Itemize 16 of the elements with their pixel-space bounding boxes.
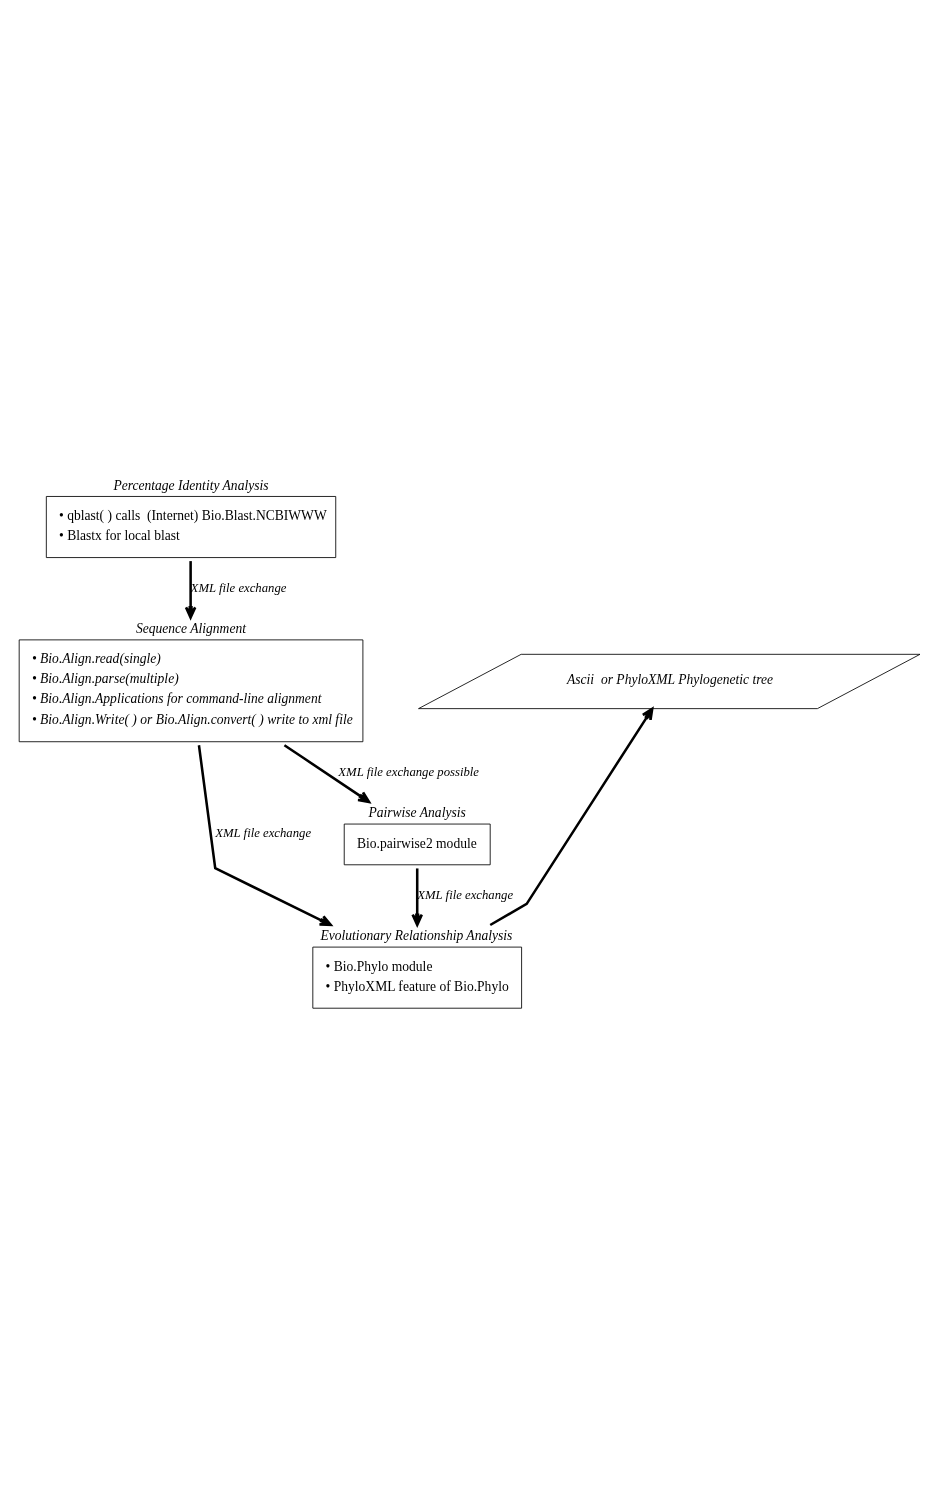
node-box: • Bio.Align.read(single) • Bio.Align.parse(multiple) • Bio.Align.Applications for command-line alignment • Bio.Align.Write( ) or Bio.Align.convert( ) write to xml file (18, 638, 364, 742)
node-label: Percentage Identity Analysis (113, 477, 269, 492)
arrow (184, 560, 197, 619)
node-box: • Bio.Phylo module • PhyloXML feature of Bio.Phylo (312, 946, 523, 1009)
arrow (411, 867, 424, 926)
arrow (197, 744, 332, 926)
arrow (489, 707, 654, 926)
edge-label: XML file exchange (417, 887, 514, 902)
arrow (283, 743, 371, 803)
node-box: • qblast( ) calls (Internet) Bio.Blast.NCBIWWW • Blastx for local blast (45, 495, 337, 558)
node-label: Sequence Alignment (135, 620, 246, 636)
node-label: Evolutionary Relationship Analysis (320, 927, 513, 943)
node-label: Pairwise Analysis (368, 804, 466, 820)
node-box: Bio.pairwise2 module (343, 823, 491, 865)
edge-label: XML file exchange (215, 825, 312, 840)
edge-label: XML file exchange possible (338, 764, 479, 779)
